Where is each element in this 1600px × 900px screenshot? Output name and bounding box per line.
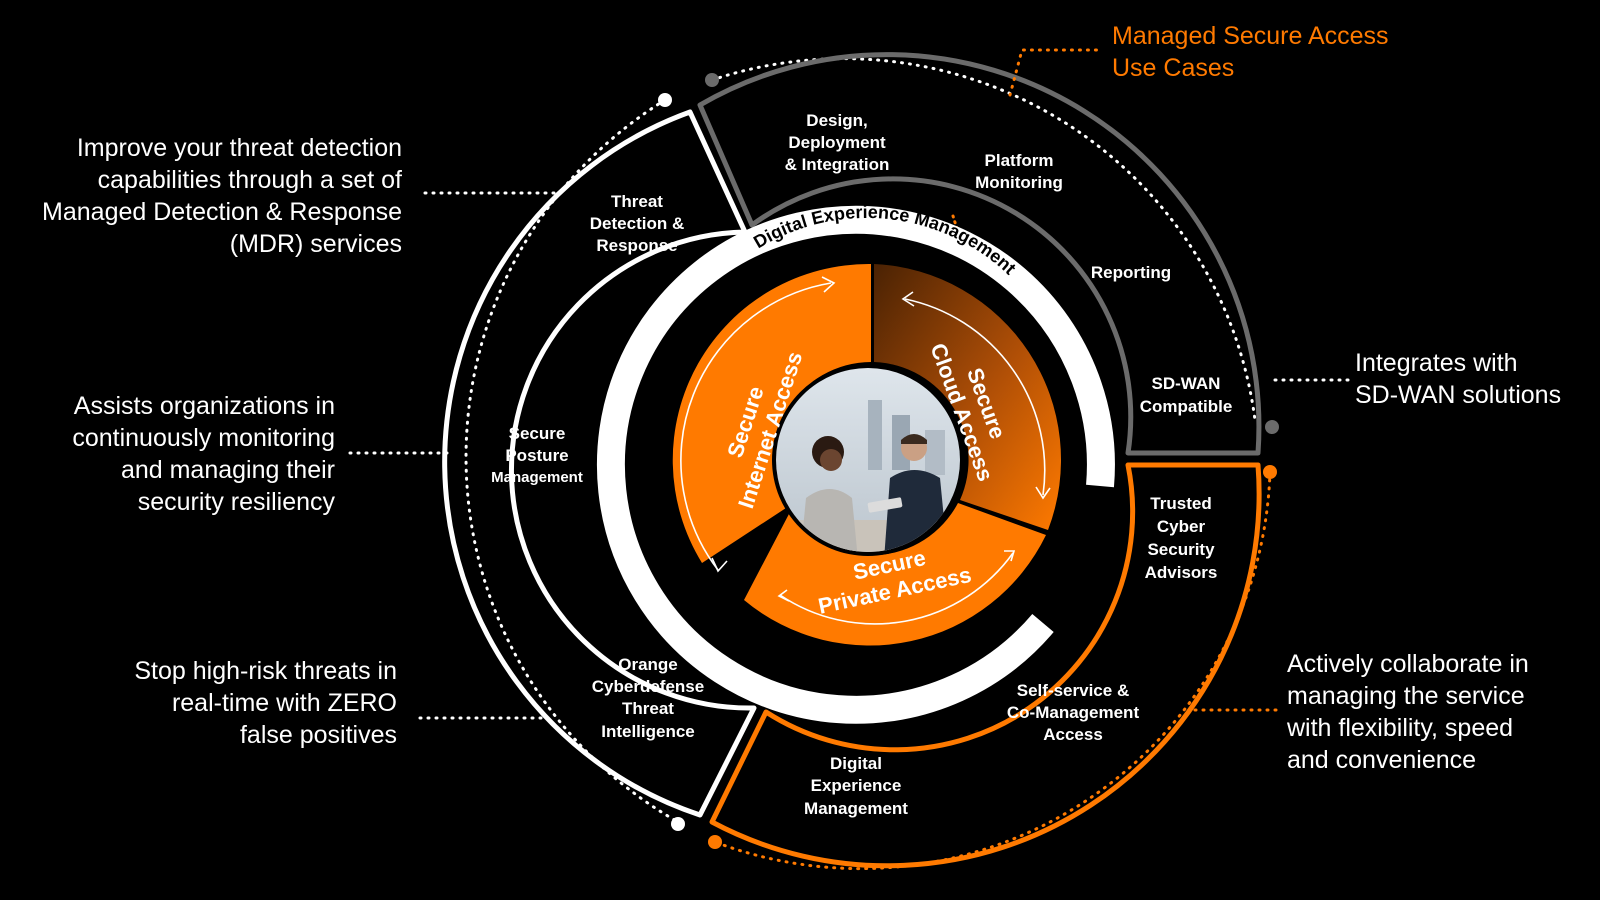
svg-text:Digital: Digital (830, 754, 882, 773)
svg-text:Platform: Platform (985, 151, 1054, 170)
connector-header (1008, 48, 1102, 97)
two-people-meeting-photo (772, 364, 964, 556)
svg-text:Deployment: Deployment (788, 133, 886, 152)
svg-text:Orange: Orange (618, 655, 678, 674)
callout-line: Improve your threat detection (76, 134, 402, 162)
label-sdwan-compatible: SD-WAN Compatible (1140, 374, 1233, 416)
arrowhead (821, 276, 836, 293)
callout-line: false positives (239, 721, 397, 749)
callout-line: real-time with ZERO (171, 689, 397, 717)
callout-line: Managed Detection & Response (42, 198, 402, 226)
callout-line: (MDR) services (229, 230, 402, 258)
svg-text:Co-Management: Co-Management (1007, 703, 1140, 722)
svg-text:Posture: Posture (505, 446, 568, 465)
callout-line: Actively collaborate in (1287, 650, 1529, 678)
callout-line: security resiliency (137, 488, 335, 516)
label-secure-posture: Secure Posture Management (491, 424, 583, 486)
callout-line: Assists organizations in (73, 392, 335, 420)
white-segment-outline (442, 109, 757, 818)
sector-private-access (744, 503, 1046, 646)
dot-endpoint (671, 817, 685, 831)
header-title-line: Use Cases (1112, 54, 1235, 82)
svg-text:SD-WAN: SD-WAN (1152, 374, 1221, 393)
svg-text:Experience: Experience (811, 776, 902, 795)
header-title: Managed Secure Access Use Cases (1112, 20, 1389, 84)
callout-monitoring: Assists organizations in continuously mo… (0, 390, 335, 518)
callout-line: Integrates with (1355, 349, 1518, 377)
dem-inner-ring (596, 205, 1115, 724)
dot-endpoint (1265, 420, 1279, 434)
svg-text:Compatible: Compatible (1140, 397, 1233, 416)
svg-text:Trusted: Trusted (1150, 494, 1211, 513)
dot-endpoint (705, 73, 719, 87)
svg-text:Monitoring: Monitoring (975, 173, 1063, 192)
callout-threats: Stop high-risk threats in real-time with… (77, 655, 397, 751)
callout-line: continuously monitoring (72, 424, 335, 452)
label-self-service: Self-service & Co-Management Access (1007, 681, 1140, 744)
svg-text:Cyberdefense: Cyberdefense (592, 677, 704, 696)
svg-text:Response: Response (596, 236, 677, 255)
arrowhead (777, 589, 790, 602)
label-digital-experience: Digital Experience Management (804, 754, 908, 818)
callout-sdwan: Integrates with SD-WAN solutions (1355, 347, 1561, 411)
header-title-line: Managed Secure Access (1112, 22, 1389, 50)
arrow-cloud-access (904, 298, 1046, 496)
svg-text:Reporting: Reporting (1091, 263, 1171, 282)
arrow-private-access (779, 552, 1014, 625)
svg-text:Detection &: Detection & (590, 214, 684, 233)
arrowhead (1004, 550, 1016, 562)
gray-segment-outline (697, 52, 1262, 456)
callout-line: and convenience (1287, 746, 1477, 774)
callout-line: SD-WAN solutions (1355, 381, 1562, 409)
callout-line: Stop high-risk threats in (134, 657, 397, 685)
arrowhead (901, 291, 915, 307)
label-threat-detection: Threat Detection & Response (590, 192, 684, 255)
label-trusted-advisors: Trusted Cyber Security Advisors (1145, 494, 1218, 582)
dot-endpoint (708, 835, 722, 849)
sector-cloud-access (874, 264, 1062, 530)
sector-internet-access (672, 263, 871, 563)
svg-text:Threat: Threat (611, 192, 663, 211)
orange-segment-outline (709, 462, 1262, 869)
callout-line: capabilities through a set of (97, 166, 402, 194)
svg-text:Intelligence: Intelligence (601, 722, 695, 741)
dot-endpoint (658, 93, 672, 107)
svg-text:Threat: Threat (622, 699, 674, 718)
svg-text:Self-service &: Self-service & (1017, 681, 1129, 700)
arrowhead (711, 557, 728, 573)
callout-line: with flexibility, speed (1287, 714, 1514, 742)
callout-line: managing the service (1287, 682, 1525, 710)
callout-mdr: Improve your threat detection capabiliti… (0, 132, 402, 260)
dotted-arc-left (464, 98, 680, 824)
callout-line: and managing their (120, 456, 335, 484)
arrowhead (1035, 486, 1051, 500)
arrow-internet-access (680, 282, 832, 571)
label-design-deployment: Design, Deployment & Integration (785, 111, 890, 174)
label-platform-monitoring: Platform Monitoring (975, 151, 1063, 192)
dot-endpoint (1263, 465, 1277, 479)
label-reporting: Reporting (1091, 263, 1171, 282)
svg-text:Advisors: Advisors (1145, 563, 1218, 582)
svg-text:Design,: Design, (806, 111, 867, 130)
callout-collaborate: Actively collaborate in managing the ser… (1287, 648, 1529, 776)
label-threat-intelligence: Orange Cyberdefense Threat Intelligence (592, 655, 704, 741)
svg-text:Security: Security (1147, 540, 1215, 559)
svg-text:Management: Management (804, 799, 908, 818)
svg-text:Management: Management (491, 469, 583, 486)
svg-text:Cyber: Cyber (1157, 517, 1206, 536)
svg-text:Secure: Secure (509, 424, 566, 443)
svg-text:& Integration: & Integration (785, 155, 890, 174)
svg-text:Access: Access (1043, 725, 1103, 744)
